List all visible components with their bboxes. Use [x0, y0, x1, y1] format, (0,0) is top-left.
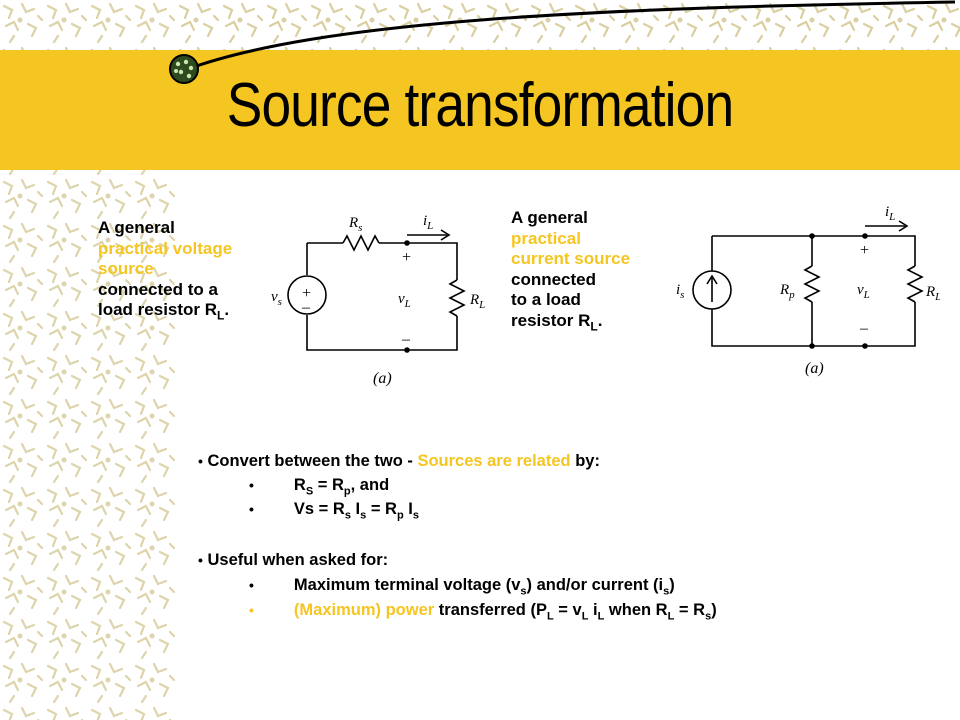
- svg-text:vs: vs: [271, 289, 282, 308]
- rs-resistor: [342, 234, 380, 252]
- svg-text:RL: RL: [925, 284, 940, 303]
- bullet-vs-equation: •Vs = Rs Is = Rp Is: [249, 500, 419, 522]
- svg-text:+: +: [302, 285, 311, 302]
- bullet-max-power: •(Maximum) power transferred (PL = vL iL…: [249, 601, 717, 623]
- bullet-convert: • Convert between the two - Sources are …: [198, 452, 600, 470]
- bullet-useful: • Useful when asked for:: [198, 551, 389, 569]
- svg-text:vL: vL: [398, 291, 411, 310]
- svg-text:–: –: [401, 331, 411, 348]
- rl-resistor: [448, 279, 466, 317]
- svg-text:(a): (a): [805, 360, 824, 377]
- decorative-arc: [169, 0, 956, 84]
- title-band: [0, 50, 960, 170]
- svg-text:is: is: [676, 282, 684, 301]
- svg-text:iL: iL: [423, 213, 433, 232]
- orb-icon: [169, 54, 199, 84]
- svg-text:vL: vL: [857, 282, 870, 301]
- svg-text:RL: RL: [469, 292, 485, 311]
- svg-text:+: +: [402, 249, 411, 266]
- rp-resistor: [803, 265, 821, 303]
- svg-text:iL: iL: [885, 204, 895, 223]
- voltage-source-symbol: [287, 275, 327, 315]
- svg-text:(a): (a): [373, 370, 392, 387]
- voltage-source-description: A general practical voltage source conne…: [98, 218, 233, 323]
- svg-text:–: –: [859, 320, 869, 337]
- svg-text:+: +: [860, 242, 869, 259]
- rl-resistor-2: [906, 265, 924, 303]
- page-title: Source transformation: [226, 71, 734, 140]
- current-source-circuit: iL is Rp vL RL + – (a): [676, 204, 940, 377]
- bullet-max-voltage: •Maximum terminal voltage (vs) and/or cu…: [249, 576, 675, 598]
- voltage-source-circuit: Rs iL vs vL RL + – + – (a): [271, 213, 485, 387]
- bullet-rs-rp: •RS = Rp, and: [249, 476, 390, 498]
- svg-text:Rp: Rp: [779, 282, 795, 301]
- svg-text:Rs: Rs: [348, 215, 362, 234]
- current-source-description: A general practical current source conne…: [511, 208, 631, 333]
- svg-text:–: –: [301, 299, 311, 316]
